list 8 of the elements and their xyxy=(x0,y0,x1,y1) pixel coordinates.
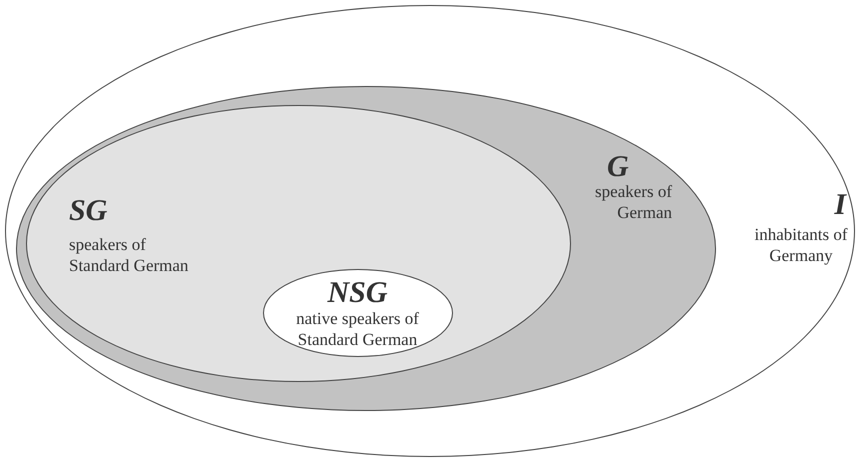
set-description: native speakers of Standard German xyxy=(295,308,420,350)
set-description: speakers of Standard German xyxy=(69,234,190,276)
set-symbol: SG xyxy=(69,194,108,228)
set-description: inhabitants of Germany xyxy=(753,224,848,266)
set-symbol: I xyxy=(833,188,846,222)
set-description: speakers of German xyxy=(594,181,672,223)
set-symbol: G xyxy=(607,150,630,184)
set-symbol: NSG xyxy=(326,276,388,310)
